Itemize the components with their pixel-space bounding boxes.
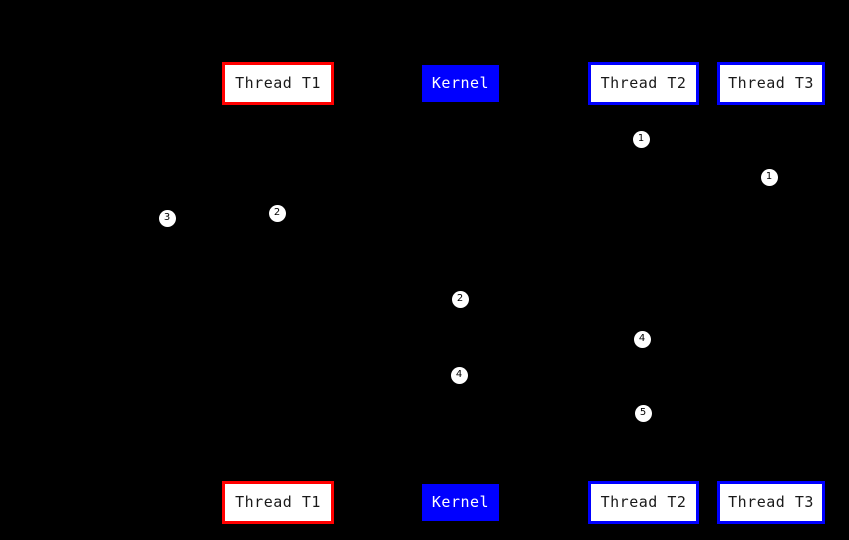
participant-t3-bottom[interactable]: Thread T3: [717, 481, 825, 524]
sequence-marker-4: 4: [633, 330, 651, 348]
message-line: [159, 204, 278, 222]
sequence-marker-2: 2: [451, 290, 469, 308]
sequence-marker-1: 1: [632, 130, 650, 148]
sequence-marker-5: 5: [634, 404, 652, 422]
participant-t2-top[interactable]: Thread T2: [588, 62, 699, 105]
lifeline-t2: [643, 105, 644, 481]
participant-t1-bottom[interactable]: Thread T1: [222, 481, 334, 524]
participant-t1-top[interactable]: Thread T1: [222, 62, 334, 105]
sequence-marker-1: 1: [760, 168, 778, 186]
participant-kernel-bottom[interactable]: Kernel: [422, 484, 499, 521]
participant-t2-bottom[interactable]: Thread T2: [588, 481, 699, 524]
lifeline-t3: [771, 105, 772, 481]
sequence-marker-4: 4: [450, 366, 468, 384]
lifeline-t1: [278, 105, 279, 481]
sequence-marker-3: 3: [158, 209, 176, 227]
participant-kernel-top[interactable]: Kernel: [422, 65, 499, 102]
sequence-marker-2: 2: [268, 204, 286, 222]
participant-t3-top[interactable]: Thread T3: [717, 62, 825, 105]
